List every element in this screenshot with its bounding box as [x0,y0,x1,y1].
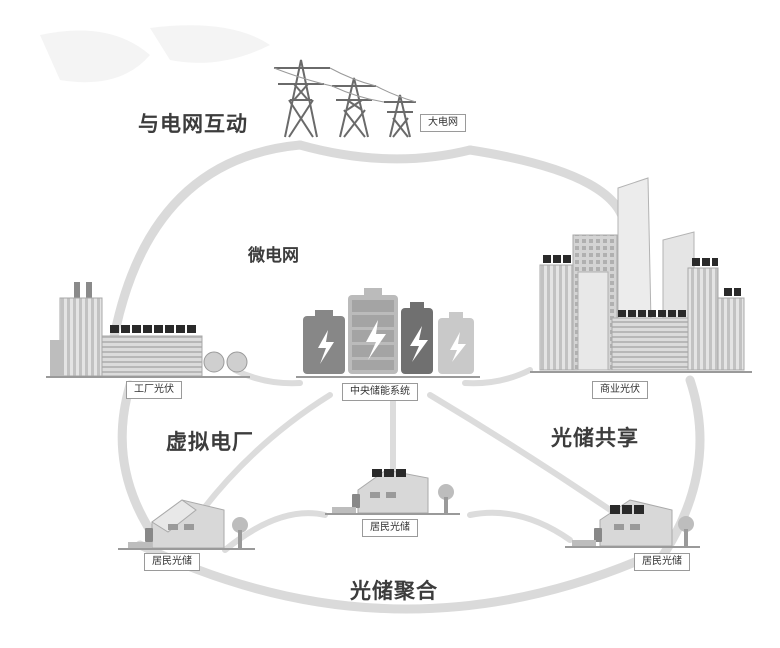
lightning-icon [318,330,334,364]
arc-right-lower [655,375,705,565]
central-storage-batteries [296,288,480,378]
label-central-storage: 中央储能系统 [342,383,418,401]
link-res-left-center [222,510,328,553]
label-factory-pv: 工厂光伏 [126,381,182,399]
label-pv-storage-sharing: 光储共享 [551,426,639,450]
house-left [118,499,255,550]
network-arcs [105,140,705,614]
factory-building [46,282,250,378]
storage-links [192,367,628,553]
label-pv-storage-aggregation: 光储聚合 [350,579,438,603]
arc-upper-right [465,145,630,240]
arc-top [295,140,475,164]
label-grid-interaction: 与电网互动 [138,112,248,136]
arc-upper-left [105,140,305,365]
link-residential-left [192,392,333,523]
link-residential-right [427,392,628,523]
commercial-buildings [530,177,752,373]
commercial-solar-panels [543,255,741,317]
tower-large [274,59,330,138]
lightning-icon [366,320,386,360]
label-microgrid: 微电网 [248,246,299,266]
arc-left-lower [117,380,165,550]
label-residential-right: 居民光储 [634,553,690,571]
label-commercial-pv: 商业光伏 [592,381,648,399]
background-map [40,25,270,83]
label-virtual-plant: 虚拟电厂 [166,430,254,454]
house-solar-panel [372,469,406,477]
transmission-towers [273,59,417,138]
label-residential-center: 居民光储 [362,519,418,537]
battery-icon [352,494,360,508]
lightning-icon [450,332,466,362]
factory-solar-panels [110,325,196,333]
label-residential-left: 居民光储 [144,553,200,571]
battery-icon [594,528,602,542]
house-right [565,499,700,548]
house-center [325,469,460,515]
house-solar-panel [610,505,644,514]
lightning-icons [318,320,466,364]
tower-small [384,94,416,138]
battery-icon [145,528,153,542]
link-res-center-right [467,509,573,543]
arc-bottom [135,540,645,614]
lightning-icon [410,326,428,362]
label-main-grid: 大电网 [420,114,466,132]
tower-medium [332,77,376,138]
link-commercial [462,367,533,387]
link-factory [232,367,303,387]
